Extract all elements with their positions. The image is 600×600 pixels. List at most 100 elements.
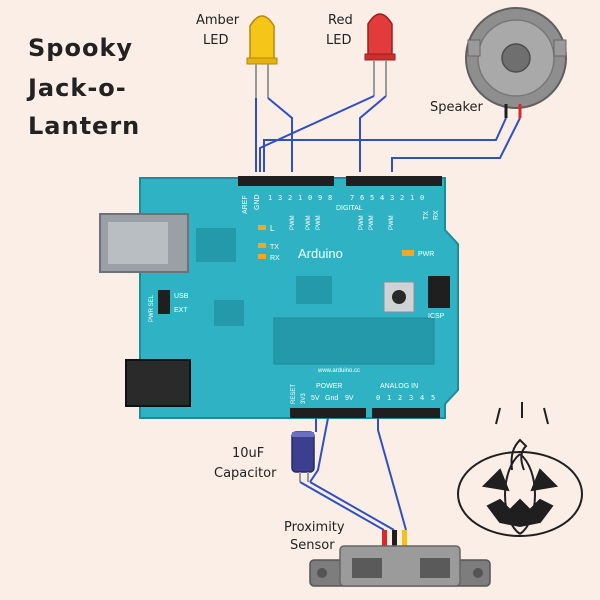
- pwm-label-5: PWM: [369, 215, 375, 230]
- led-tx: [258, 243, 266, 248]
- title-line-3: Lantern: [28, 112, 140, 140]
- power-pin-gnd: Gnd: [325, 395, 338, 402]
- led-l-label: L: [270, 224, 275, 233]
- red-led: Red LED: [326, 13, 396, 96]
- wire-cap-sensor-red: [299, 481, 385, 531]
- arduino-board: AREF GND 1 3 2 1 0 9 8 DIGITAL 7 6 5 4 3…: [99, 176, 459, 419]
- pin-12: 2: [288, 194, 292, 202]
- digital-header-left: [238, 176, 334, 186]
- top-wires: [255, 95, 521, 172]
- pumpkin-rib-2: [519, 453, 536, 535]
- pin-0: 0: [420, 194, 424, 202]
- pumpkin-eye-right: [530, 468, 559, 492]
- led-rx: [258, 254, 266, 259]
- analog-pin-5: 5: [431, 394, 435, 402]
- pin-8: 8: [328, 194, 332, 202]
- speaker-label: Speaker: [430, 100, 484, 115]
- pumpkin-outline: [457, 451, 583, 537]
- wire-speaker-gnd: [263, 117, 507, 172]
- usb-label: USB: [174, 293, 189, 300]
- red-led-label-1: Red: [328, 13, 353, 28]
- sensor-emitter: [352, 558, 382, 578]
- capacitor: 10uF Capacitor: [214, 431, 315, 482]
- sensor-label-2: Sensor: [290, 538, 335, 553]
- power-header: [290, 408, 366, 418]
- sensor-wire-yellow: [402, 530, 407, 546]
- usb-connector-inner: [108, 222, 168, 264]
- pumpkin-rib-1: [504, 453, 521, 535]
- wire-gnd-cap: [309, 417, 329, 483]
- pwm-label-11: PWM: [290, 215, 296, 230]
- amber-led-bulb: [249, 15, 275, 61]
- red-led-label-2: LED: [326, 33, 351, 48]
- wire-red-gnd: [259, 95, 375, 172]
- pin-2: 2: [400, 194, 404, 202]
- bottom-wires: [299, 417, 407, 531]
- wire-a0-sensor: [377, 418, 407, 531]
- board-url: www.arduino.cc: [317, 368, 360, 374]
- digital-pins-low: 7 6 5 4 3 2 1 0: [350, 194, 424, 202]
- power-jack: [125, 359, 191, 407]
- title-line-1: Spooky: [28, 34, 133, 62]
- board-name: Arduino: [298, 246, 343, 261]
- analog-pin-1: 1: [387, 394, 391, 402]
- title: Spooky Jack-o- Lantern: [26, 34, 140, 140]
- pwm-label-10: PWM: [306, 215, 312, 230]
- pwr-label: PWR: [418, 251, 434, 258]
- power-pin-9v: 9V: [345, 395, 354, 402]
- pin-13-ones: 3: [278, 194, 282, 202]
- pwm-labels: PWM PWM PWM PWM PWM PWM: [290, 215, 395, 230]
- regulator: [214, 300, 244, 326]
- sensor-hole-right: [473, 568, 483, 578]
- capacitor-body: [291, 431, 315, 473]
- speaker-tab-left: [467, 39, 481, 57]
- wire-red-pin: [359, 95, 387, 172]
- pwm-label-9: PWM: [316, 215, 322, 230]
- gnd-label: GND: [254, 194, 261, 210]
- pin-9: 9: [318, 194, 322, 202]
- analog-pin-2: 2: [398, 394, 402, 402]
- title-line-2: Jack-o-: [26, 74, 127, 102]
- sensor-wire-red: [382, 530, 387, 546]
- pwm-label-6: PWM: [359, 215, 365, 230]
- amber-led-label-1: Amber: [196, 13, 240, 28]
- capacitor-top: [292, 432, 314, 437]
- power-pin-5v: 5V: [311, 395, 320, 402]
- pumpkin-spark-3: [543, 407, 549, 425]
- amber-led-rim: [246, 57, 278, 65]
- amber-led-label-2: LED: [203, 33, 228, 48]
- icsp-label: ICSP: [428, 313, 445, 320]
- pin-6: 6: [360, 194, 364, 202]
- pin-10: 0: [308, 194, 312, 202]
- v3-label: 3V3: [301, 393, 307, 404]
- analog-label: ANALOG IN: [380, 383, 418, 390]
- sensor-hole-left: [317, 568, 327, 578]
- reset-label: RESET: [291, 384, 297, 404]
- rx-pin-label: RX: [433, 210, 440, 220]
- wire-amber-pin: [267, 97, 293, 172]
- amber-led: Amber LED: [196, 13, 278, 98]
- speaker-center: [501, 43, 531, 73]
- led-tx-label: TX: [270, 244, 279, 251]
- pin-4: 4: [380, 194, 384, 202]
- power-label: POWER: [316, 383, 342, 390]
- pumpkin-eye-left: [481, 468, 510, 492]
- speaker: Speaker: [430, 7, 567, 118]
- pumpkin-icon: [457, 402, 583, 537]
- red-led-bulb: [367, 13, 393, 57]
- analog-pin-3: 3: [409, 394, 413, 402]
- pin-13-tens: 1: [268, 194, 272, 202]
- pin-7: 7: [350, 194, 354, 202]
- crystal: [296, 276, 332, 304]
- led-l: [258, 225, 266, 230]
- analog-pin-4: 4: [420, 394, 424, 402]
- pwr-led: [402, 250, 414, 256]
- pwm-label-3: PWM: [389, 215, 395, 230]
- proximity-sensor: Proximity Sensor: [284, 520, 491, 587]
- pumpkin-mouth: [486, 498, 554, 528]
- pin-11: 1: [298, 194, 302, 202]
- analog-pins: 0: [376, 394, 380, 402]
- sensor-receiver: [420, 558, 450, 578]
- analog-header: [372, 408, 440, 418]
